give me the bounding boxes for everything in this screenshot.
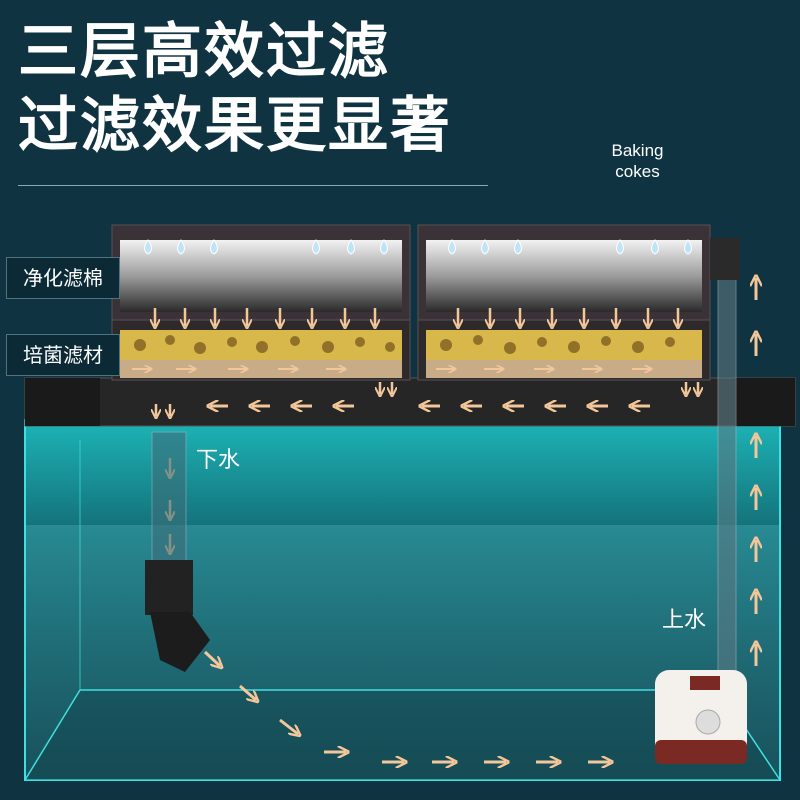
water-up-label: 上水 (662, 607, 707, 632)
headline-line2: 过滤效果更显著 (18, 91, 452, 161)
outlet-pipe (145, 431, 210, 672)
purify-cotton-label: 净化滤棉 (6, 257, 120, 299)
water-drop-icon (144, 239, 692, 255)
filter-box-left (111, 224, 411, 381)
fish-tank (24, 419, 781, 781)
bacteria-media-label: 培菌滤材 (6, 334, 120, 376)
divider (18, 185, 488, 186)
baking-cokes-line1: Baking (611, 141, 664, 160)
inlet-pipe (710, 238, 740, 681)
water-pump (655, 670, 747, 764)
filter-tray (24, 377, 796, 427)
media-pores (134, 335, 675, 354)
arrow-right-icon (203, 650, 610, 762)
baking-cokes-line2: cokes (615, 162, 660, 181)
water-down-label: 下水 (196, 447, 241, 472)
filter-box-right (417, 224, 711, 381)
headline-line1: 三层高效过滤 (18, 17, 390, 87)
baking-cokes-label: Baking cokes (600, 140, 675, 182)
